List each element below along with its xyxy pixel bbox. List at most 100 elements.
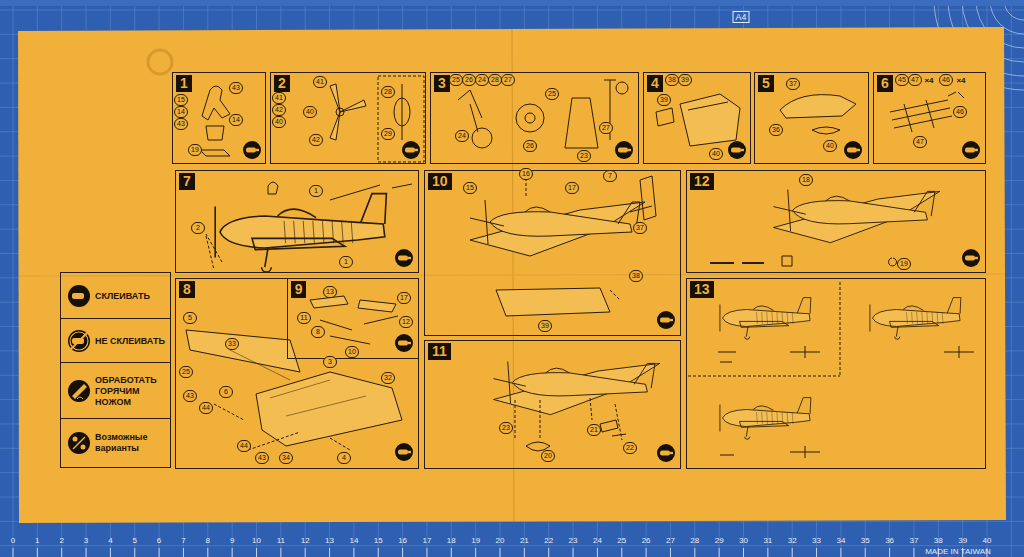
glue-symbol	[844, 141, 862, 159]
callout-number: 41	[313, 76, 327, 88]
legend-text: ОБРАБОТАТЬ ГОРЯЧИМ НОЖОМ	[95, 374, 167, 407]
step-panel: 6	[873, 72, 986, 164]
step-panel: 10	[424, 170, 681, 336]
callout-number: 28	[488, 74, 502, 86]
step-number: 9	[291, 281, 307, 298]
callout-number: 45	[895, 74, 909, 86]
legend-text: Возможные варианты	[95, 432, 167, 454]
step-number: 12	[690, 173, 714, 190]
mat-marking: A4	[732, 11, 749, 23]
callout-number: 14	[174, 106, 188, 118]
mat-marking: 22	[544, 536, 553, 545]
legend-row: Возможные варианты	[61, 419, 170, 466]
glue-symbol	[243, 141, 261, 159]
callout-number: 21	[587, 424, 601, 436]
callout-number: 15	[174, 94, 188, 106]
step-number: 6	[877, 75, 893, 92]
step-panel: 3	[430, 72, 639, 164]
assembly-drawings	[186, 76, 974, 458]
callout-number: 23	[499, 422, 513, 434]
callout-number: 3	[323, 356, 337, 368]
legend-box: СКЛЕИВАТЬНЕ СКЛЕИВАТЬОБРАБОТАТЬ ГОРЯЧИМ …	[60, 272, 171, 468]
callout-number: 12	[399, 316, 413, 328]
callout-number: 27	[599, 122, 613, 134]
callout-number: 24	[455, 130, 469, 142]
mat-marking: 11	[277, 536, 285, 545]
mat-marking: 31	[763, 536, 772, 545]
callout-number: 25	[179, 366, 193, 378]
callout-number: 2	[191, 222, 205, 234]
mat-marking: 0	[11, 536, 15, 545]
mat-marking: 10	[252, 536, 261, 545]
callout-number: 7	[603, 170, 617, 182]
glue-symbol	[657, 444, 675, 462]
glue-symbol	[395, 443, 413, 461]
callout-number: 26	[523, 140, 537, 152]
mat-marking: 12	[301, 536, 310, 545]
mat-marking: MADE IN TAIWAN	[925, 547, 991, 556]
step-number: 7	[179, 173, 195, 190]
mat-marking: 19	[471, 536, 480, 545]
callout-number: 11	[297, 312, 311, 324]
legend-symbol	[67, 379, 91, 403]
callout-number: 43	[229, 82, 243, 94]
mat-marking: 7	[181, 536, 185, 545]
legend-row: НЕ СКЛЕИВАТЬ	[61, 319, 170, 363]
callout-number: 40	[272, 116, 286, 128]
callout-number: 41	[272, 92, 286, 104]
glue-symbol	[402, 141, 420, 159]
callout-number: 1	[339, 256, 353, 268]
callout-number: 44	[199, 402, 213, 414]
mat-marking: 15	[374, 536, 383, 545]
callout-number: ×4	[955, 76, 966, 85]
step-number: 3	[434, 75, 450, 92]
callout-number: 1	[309, 185, 323, 197]
callout-number: 18	[799, 174, 813, 186]
callout-number: 42	[309, 134, 323, 146]
callout-number: 40	[709, 148, 723, 160]
mat-marking: 8	[206, 536, 210, 545]
mat-marking: 34	[836, 536, 845, 545]
mat-marking: 40	[983, 536, 992, 545]
callout-number: 43	[255, 452, 269, 464]
mat-marking: 18	[447, 536, 456, 545]
callout-number: 24	[475, 74, 489, 86]
mat-marking: 21	[520, 536, 529, 545]
callout-number: 40	[823, 140, 837, 152]
callout-number: 38	[665, 74, 679, 86]
callout-number: 32	[381, 372, 395, 384]
callout-number: 37	[633, 222, 647, 234]
legend-row: ОБРАБОТАТЬ ГОРЯЧИМ НОЖОМ	[61, 363, 170, 419]
mat-marking: 3	[84, 536, 88, 545]
legend-symbol	[67, 431, 91, 455]
mat-marking: 36	[885, 536, 894, 545]
step-number: 5	[758, 75, 774, 92]
callout-number: 4	[337, 452, 351, 464]
mat-marking: 37	[909, 536, 918, 545]
callout-number: 29	[381, 128, 395, 140]
callout-number: 13	[323, 286, 337, 298]
callout-number: 15	[463, 182, 477, 194]
callout-number: 40	[303, 106, 317, 118]
callout-number: 37	[786, 78, 800, 90]
step-panel: 5	[754, 72, 869, 164]
step-panel: 89	[175, 278, 419, 469]
callout-number: 5	[183, 312, 197, 324]
glue-symbol	[962, 249, 980, 267]
callout-number: 39	[678, 74, 692, 86]
callout-number: 20	[541, 450, 555, 462]
mat-marking: 26	[642, 536, 651, 545]
paper-sheet	[18, 27, 1006, 523]
callout-number: 47	[913, 136, 927, 148]
mat-marking: 2	[59, 536, 63, 545]
callout-number: 39	[657, 94, 671, 106]
callout-number: 17	[397, 292, 411, 304]
mat-marking: 5	[133, 536, 137, 545]
callout-number: 28	[381, 86, 395, 98]
mat-marking: 24	[593, 536, 602, 545]
step-number: 1	[176, 75, 192, 92]
glue-symbol	[395, 334, 413, 352]
mat-marking: 6	[157, 536, 161, 545]
